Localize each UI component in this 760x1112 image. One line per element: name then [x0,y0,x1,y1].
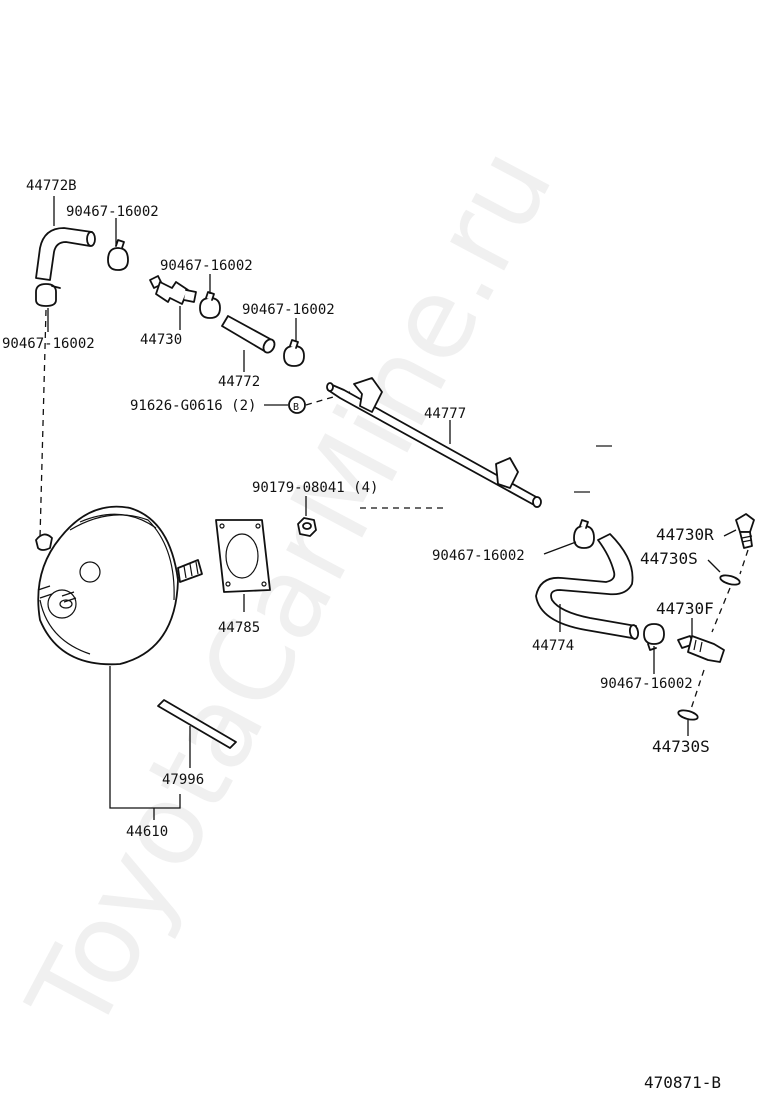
marker-b-icon [288,396,306,414]
clip-hose-44774-icon [573,519,595,549]
label-clip-6: 90467-16002 [600,676,693,692]
valve-r-icon [735,513,755,549]
label-44730s-lower: 44730S [652,737,710,756]
label-44730r: 44730R [656,525,714,544]
brake-booster-icon [35,505,203,666]
label-44785: 44785 [218,620,260,636]
label-clip-3: 90467-16002 [160,258,253,274]
hose-44772-icon [221,315,276,354]
check-valve-44730-icon [149,275,197,305]
label-44774: 44774 [532,638,574,654]
gasket-44785-icon [215,519,271,593]
label-90179: 90179-08041 (4) [252,480,378,496]
label-44610: 44610 [126,824,168,840]
label-91626: 91626-G0616 (2) [130,398,256,414]
label-47996: 47996 [162,772,204,788]
valve-f-icon [677,635,725,663]
tube-44777-icon [326,377,542,508]
label-clip-1: 90467-16002 [66,204,159,220]
hose-44774-icon [535,533,640,640]
hose-44772b-icon [35,227,96,281]
label-clip-5: 90467-16002 [432,548,525,564]
label-44730: 44730 [140,332,182,348]
label-44730f: 44730F [656,599,714,618]
gasket-s-lower-icon [677,709,699,721]
clip-upper-icon [107,239,129,271]
label-44777: 44777 [424,406,466,422]
dashed-link-booster [39,309,47,539]
clip-valve-icon [199,291,221,319]
clip-hose-icon [283,339,305,367]
label-44730s-upper: 44730S [640,549,698,568]
clip-lower-left-icon [35,283,61,307]
diagram-code: 470871-B [644,1073,721,1092]
label-clip-4: 90467-16002 [242,302,335,318]
label-44772: 44772 [218,374,260,390]
nut-90179-icon [297,517,317,537]
gasket-s-upper-icon [719,574,741,586]
marker-b-text: B [293,402,299,413]
gasket-strip-47996-icon [157,699,237,749]
label-44772b: 44772B [26,178,77,194]
label-clip-2: 90467-16002 [2,336,95,352]
dashed-link-valve [689,549,749,713]
